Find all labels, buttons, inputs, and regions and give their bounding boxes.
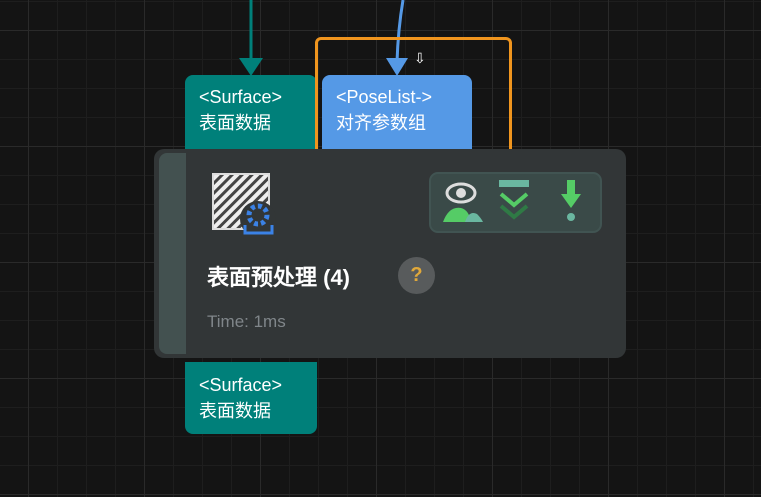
port-label: 表面数据	[199, 401, 271, 421]
help-button[interactable]: ?	[398, 257, 435, 294]
surface-preprocess-icon	[212, 173, 276, 235]
cursor-icon: ⇩	[414, 50, 426, 66]
node-title: 表面预处理 (4)	[207, 265, 351, 290]
output-port-surface[interactable]: <Surface> 表面数据	[185, 362, 317, 434]
arrow-icon	[239, 58, 263, 76]
input-port-surface[interactable]: <Surface> 表面数据	[185, 75, 317, 153]
arrow-icon	[386, 58, 408, 76]
port-label: 对齐参数组	[336, 113, 426, 133]
node-toolbar	[429, 172, 602, 233]
port-type: <Surface>	[199, 375, 283, 395]
node-handle[interactable]	[159, 153, 186, 354]
poselist-connection	[395, 0, 405, 63]
collapse-icon[interactable]	[497, 180, 533, 229]
input-port-poselist[interactable]: <PoseList-> 对齐参数组	[322, 75, 472, 153]
download-icon[interactable]	[559, 180, 583, 229]
step-node[interactable]: 表面预处理 (4) ? Time: 1ms	[154, 149, 626, 358]
port-type: <Surface>	[199, 87, 283, 107]
node-time: Time: 1ms	[207, 312, 286, 331]
port-type: <PoseList->	[336, 87, 433, 107]
port-label: 表面数据	[199, 113, 271, 133]
preview-icon[interactable]	[439, 180, 483, 229]
